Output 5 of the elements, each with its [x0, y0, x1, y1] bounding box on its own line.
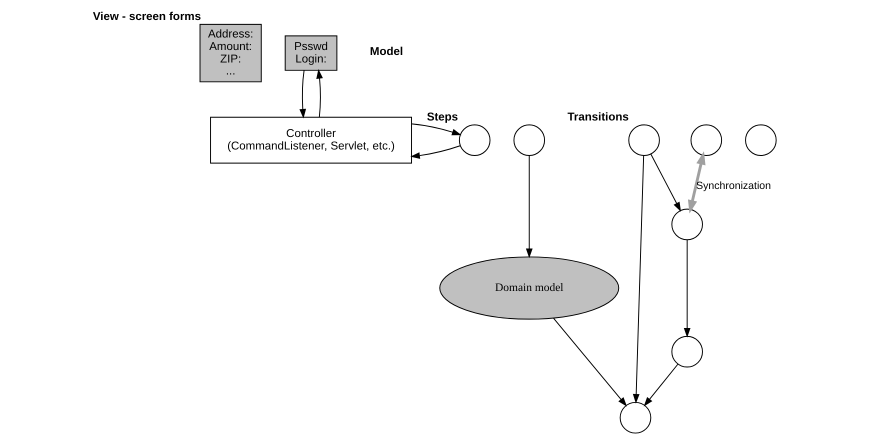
edge-label: Synchronization	[696, 180, 771, 192]
node-label: Steps	[426, 112, 458, 124]
label: Model	[370, 46, 404, 58]
node-label: View - screen forms	[92, 11, 201, 24]
node-label: Transitions	[568, 112, 629, 124]
